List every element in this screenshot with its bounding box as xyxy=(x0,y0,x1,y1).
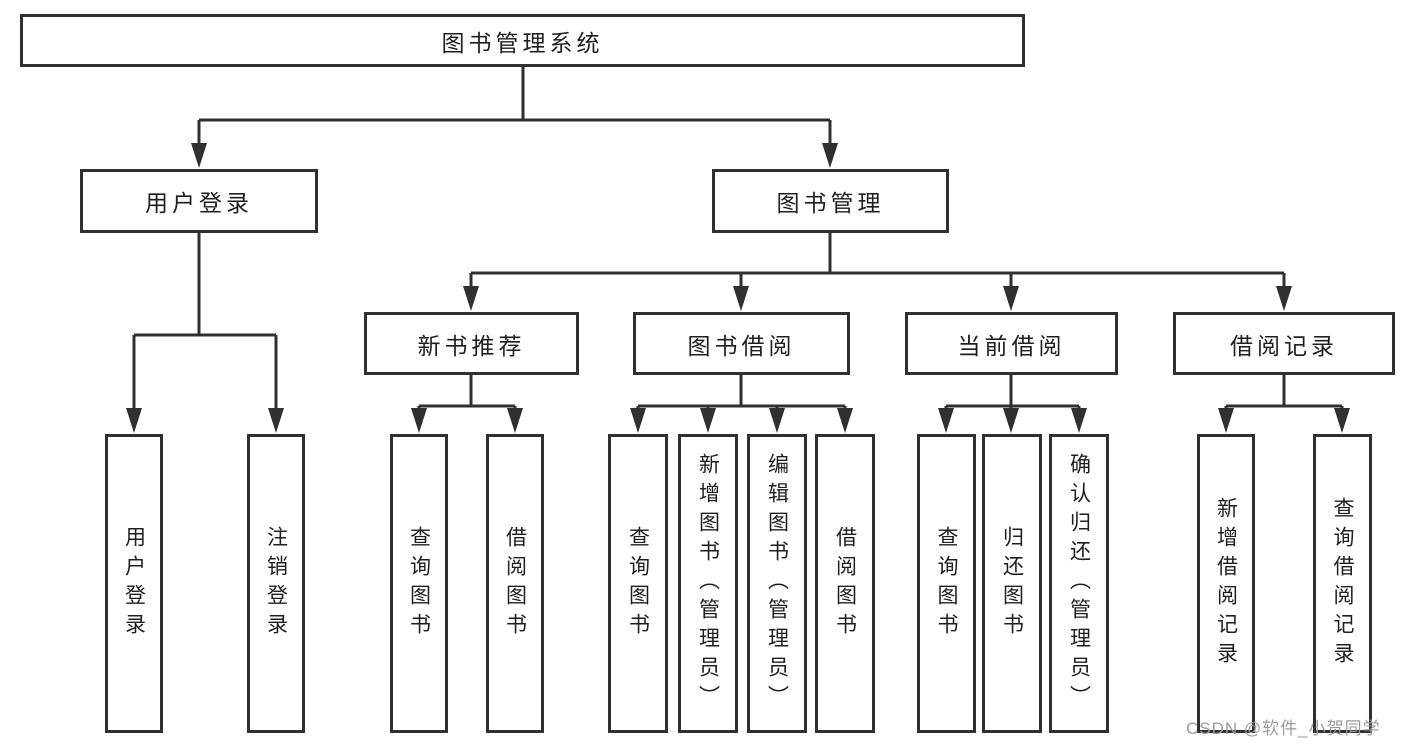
connector-user-login-to-leaves xyxy=(132,233,278,411)
connector-book-mgmt-to-level3 xyxy=(469,233,1286,288)
leaf-borrow-add-books-admin: 新增图书（管理员） xyxy=(678,434,738,733)
node-book-management-label: 图书管理 xyxy=(776,190,885,216)
leaf-records-add-record-label: 新增借阅记录 xyxy=(1214,496,1238,671)
node-user-login-module-label: 用户登录 xyxy=(145,190,253,216)
leaf-current-confirm-return-admin-label: 确认归还（管理员） xyxy=(1067,453,1091,714)
leaf-current-query-books-label: 查询图书 xyxy=(935,525,958,642)
csdn-watermark: CSDN @软件_小贺同学 xyxy=(1186,719,1381,738)
leaf-user-login: 用户登录 xyxy=(105,434,163,733)
leaf-current-query-books: 查询图书 xyxy=(917,434,976,733)
arrow-down-icon xyxy=(463,286,479,311)
arrow-down-icon xyxy=(630,408,646,433)
leaf-borrow-borrow-books: 借阅图书 xyxy=(815,434,875,733)
arrow-down-icon xyxy=(733,286,749,311)
node-new-book-recommend-label: 新书推荐 xyxy=(417,332,526,359)
leaf-logout: 注销登录 xyxy=(247,434,305,733)
node-borrowing-records: 借阅记录 xyxy=(1173,312,1395,375)
node-borrowing-records-label: 借阅记录 xyxy=(1230,332,1338,359)
arrow-down-icon xyxy=(769,408,785,433)
connector-lines xyxy=(132,67,1344,411)
arrow-down-icon xyxy=(1003,286,1019,311)
arrow-down-icon xyxy=(1334,408,1350,433)
node-library-system-label: 图书管理系统 xyxy=(441,29,604,56)
node-new-book-recommend: 新书推荐 xyxy=(364,312,579,375)
connector-book-borrow-to-leaves xyxy=(636,375,847,411)
leaf-borrow-edit-books-admin: 编辑图书（管理员） xyxy=(747,434,807,733)
leaf-logout-label: 注销登录 xyxy=(264,525,288,642)
arrow-down-icon xyxy=(822,143,838,168)
arrow-down-icon xyxy=(837,408,853,433)
leaf-newbook-borrow-books-label: 借阅图书 xyxy=(503,525,527,642)
arrow-down-icon xyxy=(1276,286,1292,311)
leaf-records-add-record: 新增借阅记录 xyxy=(1197,434,1255,733)
arrow-down-icon xyxy=(1003,408,1019,433)
leaf-borrow-query-books: 查询图书 xyxy=(608,434,668,733)
connector-current-borrow-to-leaves xyxy=(944,375,1081,411)
leaf-borrow-query-books-label: 查询图书 xyxy=(626,525,650,642)
leaf-current-return-books: 归还图书 xyxy=(982,434,1042,733)
leaf-current-return-books-label: 归还图书 xyxy=(1000,525,1024,642)
arrow-down-icon xyxy=(507,408,523,433)
node-library-system: 图书管理系统 xyxy=(20,14,1025,67)
connector-root-to-level2 xyxy=(197,67,832,146)
node-book-borrowing-label: 图书借阅 xyxy=(687,332,796,359)
leaf-records-query-record: 查询借阅记录 xyxy=(1313,434,1372,733)
leaf-borrow-borrow-books-label: 借阅图书 xyxy=(833,525,857,642)
arrow-down-icon xyxy=(1218,408,1234,433)
leaf-borrow-edit-books-admin-label: 编辑图书（管理员） xyxy=(765,453,789,714)
arrow-down-icon xyxy=(411,408,427,433)
arrow-down-icon xyxy=(126,408,142,433)
arrowheads xyxy=(126,143,1350,433)
leaf-user-login-label: 用户登录 xyxy=(122,525,146,642)
leaf-records-query-record-label: 查询借阅记录 xyxy=(1331,496,1354,671)
connector-new-book-to-leaves xyxy=(417,375,517,411)
arrow-down-icon xyxy=(191,143,207,168)
arrow-down-icon xyxy=(700,408,716,433)
leaf-newbook-query-books-label: 查询图书 xyxy=(407,525,431,642)
leaf-current-confirm-return-admin: 确认归还（管理员） xyxy=(1049,434,1109,733)
leaf-newbook-borrow-books: 借阅图书 xyxy=(486,434,544,733)
leaf-borrow-add-books-admin-label: 新增图书（管理员） xyxy=(696,453,720,714)
leaf-newbook-query-books: 查询图书 xyxy=(390,434,448,733)
arrow-down-icon xyxy=(938,408,954,433)
node-user-login-module: 用户登录 xyxy=(80,169,318,233)
node-current-borrowing: 当前借阅 xyxy=(905,312,1118,375)
node-book-borrowing: 图书借阅 xyxy=(633,312,850,375)
arrow-down-icon xyxy=(268,408,284,433)
node-current-borrowing-label: 当前借阅 xyxy=(957,332,1066,359)
node-book-management: 图书管理 xyxy=(712,169,949,233)
connector-borrow-records-to-leaves xyxy=(1224,375,1344,411)
arrow-down-icon xyxy=(1071,408,1087,433)
